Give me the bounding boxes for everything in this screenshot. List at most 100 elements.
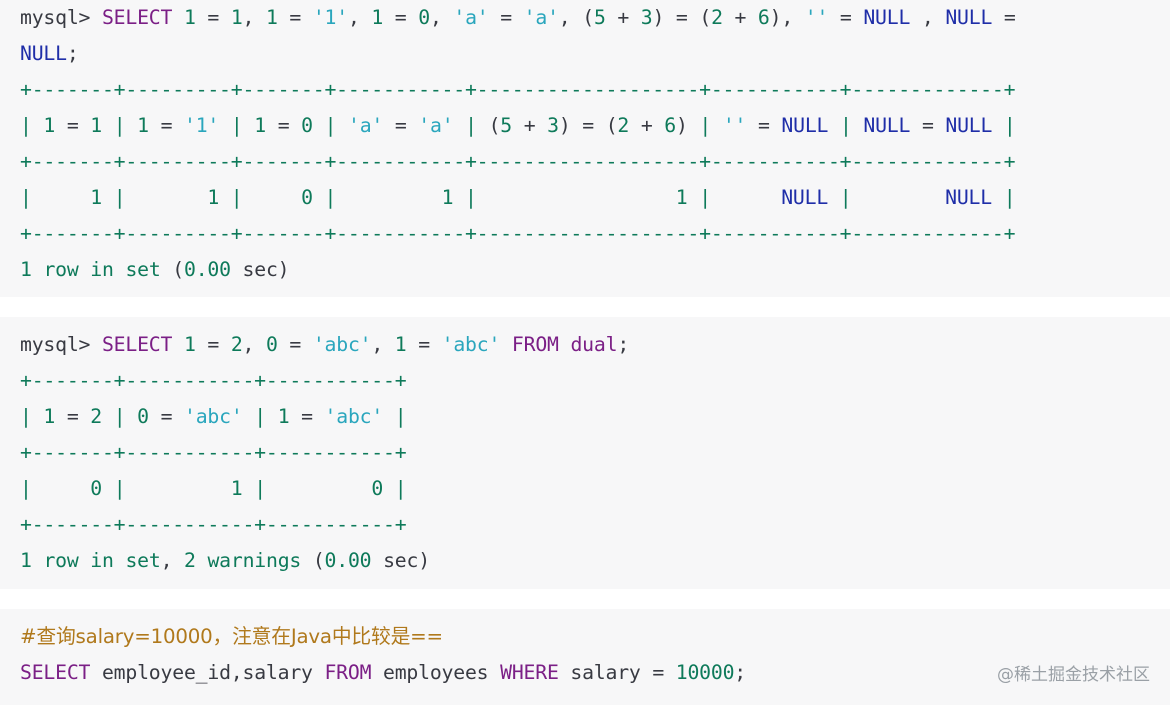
code-token: = bbox=[910, 114, 946, 137]
code-token: + bbox=[629, 114, 665, 137]
code-token: ( bbox=[160, 258, 184, 281]
code-token bbox=[32, 549, 44, 572]
code-token: 5 bbox=[593, 6, 606, 29]
code-token bbox=[114, 258, 126, 281]
code-token: 'abc' bbox=[312, 333, 372, 356]
code-token: sec) bbox=[230, 258, 290, 281]
code-token: 'a' bbox=[348, 114, 384, 137]
code-token bbox=[114, 549, 126, 572]
code-token: | bbox=[20, 477, 91, 500]
code-line: +-------+-----------+-----------+ bbox=[20, 435, 1150, 471]
code-token: '1' bbox=[184, 114, 220, 137]
code-line: +-------+-----------+-----------+ bbox=[20, 363, 1150, 399]
code-token bbox=[196, 549, 208, 572]
code-token: NULL bbox=[781, 186, 829, 209]
code-token bbox=[172, 6, 184, 29]
code-lines: mysql> SELECT 1 = 2, 0 = 'abc', 1 = 'abc… bbox=[20, 317, 1150, 579]
code-line: | 1 = 1 | 1 = '1' | 1 = 0 | 'a' = 'a' | … bbox=[20, 108, 1150, 144]
code-token: | bbox=[242, 405, 278, 428]
code-token: +-------+-----------+-----------+ bbox=[20, 513, 407, 536]
code-token: 'a' bbox=[418, 114, 454, 137]
code-token: '1' bbox=[312, 6, 348, 29]
code-token: '' bbox=[804, 6, 829, 29]
code-line: mysql> SELECT 1 = 2, 0 = 'abc', 1 = 'abc… bbox=[20, 327, 1150, 363]
code-token: 1 bbox=[43, 114, 56, 137]
code-token: 0.00 bbox=[324, 549, 372, 572]
code-token: 1 bbox=[371, 6, 384, 29]
code-token: dual bbox=[570, 333, 618, 356]
code-lines: mysql> SELECT 1 = 1, 1 = '1', 1 = 0, 'a'… bbox=[20, 0, 1150, 288]
code-token: +-------+-----------+-----------+ bbox=[20, 369, 407, 392]
code-token: ; bbox=[66, 42, 79, 65]
code-token: mysql> bbox=[20, 6, 102, 29]
code-token: row bbox=[43, 258, 79, 281]
code-token: = bbox=[289, 405, 325, 428]
code-line: +-------+---------+-------+-----------+-… bbox=[20, 216, 1150, 252]
code-token: = bbox=[828, 6, 864, 29]
code-token: = bbox=[406, 333, 442, 356]
code-token: | bbox=[312, 114, 348, 137]
code-token: | bbox=[312, 186, 442, 209]
code-token: , bbox=[160, 549, 184, 572]
code-token: | bbox=[828, 114, 864, 137]
code-token: mysql> bbox=[20, 333, 102, 356]
code-token: NULL bbox=[20, 42, 67, 65]
code-token: 0 bbox=[265, 333, 278, 356]
code-token: 1 bbox=[394, 333, 407, 356]
code-token: 1 bbox=[90, 186, 102, 209]
code-token: ) = ( bbox=[652, 6, 712, 29]
code-token: = bbox=[488, 6, 524, 29]
code-token: 1 bbox=[675, 186, 688, 209]
code-token: | bbox=[383, 477, 407, 500]
code-token: +-------+---------+-------+-----------+-… bbox=[20, 222, 1016, 245]
code-token: 6 bbox=[757, 6, 770, 29]
code-token: 1 bbox=[254, 114, 266, 137]
code-token: 1 bbox=[207, 186, 220, 209]
code-token: = bbox=[148, 405, 184, 428]
code-line: SELECT employee_id,salary FROM employees… bbox=[20, 655, 1150, 691]
code-token: ) bbox=[675, 114, 688, 137]
code-token: 1 bbox=[277, 405, 290, 428]
code-token: | bbox=[102, 405, 138, 428]
code-token: 1 bbox=[230, 6, 243, 29]
code-token: NULL bbox=[945, 114, 993, 137]
code-token: 6 bbox=[664, 114, 676, 137]
code-token: in bbox=[90, 549, 114, 572]
code-token: row bbox=[43, 549, 79, 572]
code-token bbox=[559, 333, 571, 356]
code-token: | bbox=[20, 405, 44, 428]
code-token: warnings bbox=[207, 549, 302, 572]
code-token: 5 bbox=[500, 114, 512, 137]
code-line: +-------+---------+-------+-----------+-… bbox=[20, 72, 1150, 108]
code-line: #查询salary=10000，注意在Java中比较是== bbox=[20, 619, 1150, 655]
code-token: 1 bbox=[230, 477, 243, 500]
code-token: WHERE bbox=[500, 661, 559, 684]
code-token: FROM bbox=[324, 661, 372, 684]
code-token: 1 bbox=[43, 405, 56, 428]
code-token: 0 bbox=[301, 114, 313, 137]
code-token: SELECT bbox=[101, 333, 173, 356]
code-token: | bbox=[219, 114, 255, 137]
code-token: | bbox=[453, 114, 489, 137]
code-token: , bbox=[429, 6, 454, 29]
code-token: | bbox=[20, 114, 44, 137]
code-token: 0 bbox=[418, 6, 430, 29]
code-token: = bbox=[266, 114, 302, 137]
code-token: = bbox=[195, 333, 231, 356]
code-token: + bbox=[605, 6, 641, 29]
code-token: employee_id,salary bbox=[90, 661, 325, 684]
code-lines: #查询salary=10000，注意在Java中比较是==SELECT empl… bbox=[20, 609, 1150, 691]
code-token: , bbox=[371, 333, 395, 356]
code-token: NULL bbox=[863, 114, 911, 137]
code-token: | bbox=[383, 405, 407, 428]
code-token: 2 bbox=[230, 333, 243, 356]
code-token bbox=[32, 258, 44, 281]
code-token: 1 bbox=[90, 114, 102, 137]
code-token: , bbox=[242, 6, 266, 29]
code-token: ) = ( bbox=[558, 114, 618, 137]
code-token: 1 bbox=[183, 333, 196, 356]
code-token: +-------+---------+-------+-----------+-… bbox=[20, 150, 1016, 173]
code-token: +-------+-----------+-----------+ bbox=[20, 441, 407, 464]
code-token: = bbox=[992, 6, 1016, 29]
code-line: NULL; bbox=[20, 36, 1150, 72]
